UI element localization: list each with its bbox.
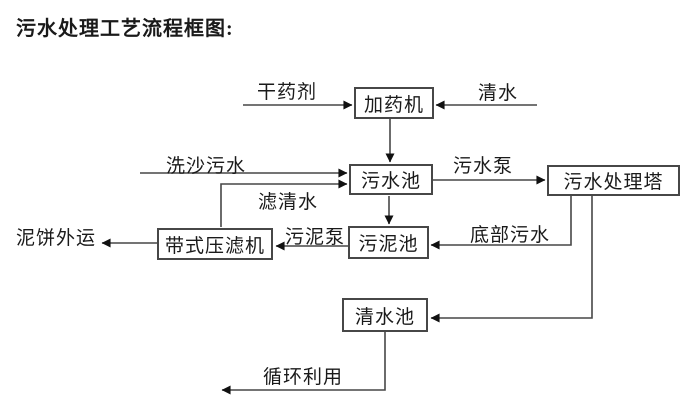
edge-filtered-water-belt-press-to-sewage-pool [220,179,348,227]
label-filtered-water: 滤清水 [258,192,319,213]
node-clean-water-pool: 清水池 [342,298,428,332]
node-sludge-pool: 污泥池 [348,226,429,259]
label-sand-washing-sewage: 洗沙污水 [166,156,247,177]
label-sewage-pump: 污水泵 [453,156,514,177]
edge-bottom-sewage-tower-to-sludge-pool [430,196,572,250]
label-sludge-pump: 污泥泵 [285,227,346,248]
edge-tower-to-clean-water-pool [430,196,593,323]
label-bottom-sewage: 底部污水 [470,225,551,246]
node-treatment-tower: 污水处理塔 [547,165,680,196]
edge-clean-water-pool-to-recycling [221,332,386,395]
page-title: 污水处理工艺流程框图: [16,18,234,40]
label-recycling: 循环利用 [263,367,344,388]
node-dosing-machine: 加药机 [354,87,434,119]
node-sewage-pool: 污水池 [349,164,433,195]
label-mud-cake-outbound: 泥饼外运 [16,228,97,249]
label-clean-water: 清水 [478,83,519,104]
label-dry-agent: 干药剂 [257,82,318,103]
node-belt-filter-press: 带式压滤机 [157,228,273,260]
